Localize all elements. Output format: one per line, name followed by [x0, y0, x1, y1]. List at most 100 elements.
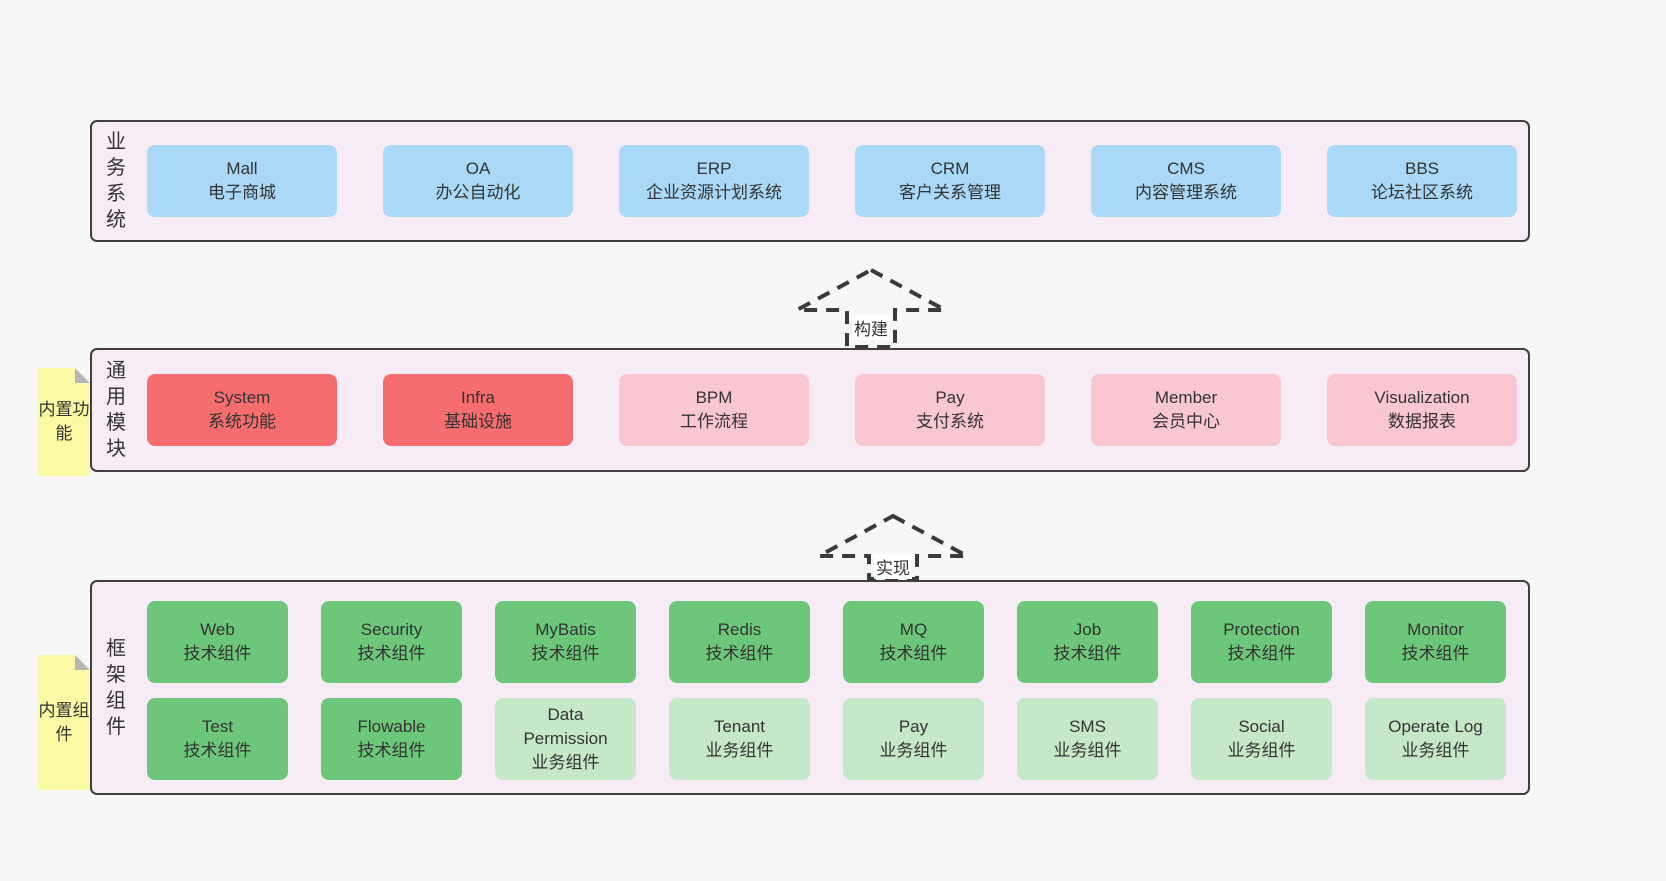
node-subtitle: 论坛社区系统 — [1371, 183, 1473, 202]
node-erp: ERP 企业资源计划系统 — [619, 145, 809, 217]
framework-row-2: Test 技术组件 Flowable 技术组件 Data Permission … — [147, 698, 1506, 780]
node-subtitle: 技术组件 — [1227, 644, 1296, 663]
node-title: Mall — [226, 159, 258, 178]
node-member: Member 会员中心 — [1091, 374, 1281, 446]
node-crm: CRM 客户关系管理 — [855, 145, 1045, 217]
node-title: CRM — [930, 159, 970, 178]
node-title: Protection — [1223, 620, 1300, 639]
node-system: System 系统功能 — [147, 374, 337, 446]
section-common-modules: 通用模块 System 系统功能 Infra 基础设施 BPM 工作流程 Pay… — [90, 348, 1530, 472]
sticky-built-in-components: 内置组件 — [38, 655, 90, 790]
sticky-built-in-features: 内置功能 — [38, 368, 90, 476]
node-title: Test — [201, 717, 234, 736]
node-subtitle: 支付系统 — [916, 412, 984, 431]
node-title: Job — [1073, 620, 1102, 639]
arrow-build-label: 构建 — [852, 315, 890, 340]
framework-row-1: Web 技术组件 Security 技术组件 MyBatis 技术组件 Redi… — [147, 601, 1506, 683]
section-framework-label: 框架组件 — [106, 637, 126, 738]
node-title: Tenant — [713, 717, 766, 736]
node-subtitle: 技术组件 — [357, 644, 426, 663]
arrow-implement: 实现 — [816, 512, 970, 582]
node-social: Social 业务组件 — [1191, 698, 1332, 780]
node-subtitle: 数据报表 — [1388, 412, 1456, 431]
node-oa: OA 办公自动化 — [383, 145, 573, 217]
node-pay: Pay 支付系统 — [855, 374, 1045, 446]
node-test: Test 技术组件 — [147, 698, 288, 780]
node-subtitle: 客户关系管理 — [899, 183, 1001, 202]
node-subtitle: 业务组件 — [705, 741, 774, 760]
node-title: Social — [1238, 717, 1285, 736]
node-subtitle: 技术组件 — [357, 741, 426, 760]
node-title: BPM — [695, 388, 733, 407]
node-monitor: Monitor 技术组件 — [1365, 601, 1506, 683]
node-web: Web 技术组件 — [147, 601, 288, 683]
node-subtitle: 系统功能 — [208, 412, 276, 431]
node-title: Monitor — [1407, 620, 1464, 639]
node-title: ERP — [696, 159, 732, 178]
node-title: SMS — [1069, 717, 1106, 736]
node-title: Security — [360, 620, 423, 639]
node-title: Operate Log — [1388, 717, 1483, 736]
node-security: Security 技术组件 — [321, 601, 462, 683]
node-mall: Mall 电子商城 — [147, 145, 337, 217]
node-title: Flowable — [357, 717, 426, 736]
node-title: MQ — [899, 620, 928, 639]
node-subtitle: 技术组件 — [183, 644, 252, 663]
node-title: Pay — [898, 717, 929, 736]
node-mybatis: MyBatis 技术组件 — [495, 601, 636, 683]
node-subtitle: 内容管理系统 — [1135, 183, 1237, 202]
node-job: Job 技术组件 — [1017, 601, 1158, 683]
node-title: Redis — [717, 620, 762, 639]
node-title: BBS — [1404, 159, 1440, 178]
node-title: Infra — [460, 388, 496, 407]
node-title: MyBatis — [535, 620, 596, 639]
section-business-systems: 业务系统 Mall 电子商城 OA 办公自动化 ERP 企业资源计划系统 CRM… — [90, 120, 1530, 242]
node-subtitle: 业务组件 — [879, 741, 948, 760]
node-operate-log: Operate Log 业务组件 — [1365, 698, 1506, 780]
module-boxes: System 系统功能 Infra 基础设施 BPM 工作流程 Pay 支付系统… — [147, 350, 1517, 470]
node-mq: MQ 技术组件 — [843, 601, 984, 683]
node-data-permission: Data Permission 业务组件 — [495, 698, 636, 780]
node-subtitle: 技术组件 — [879, 644, 948, 663]
business-boxes: Mall 电子商城 OA 办公自动化 ERP 企业资源计划系统 CRM 客户关系… — [147, 122, 1517, 240]
node-flowable: Flowable 技术组件 — [321, 698, 462, 780]
node-pay-component: Pay 业务组件 — [843, 698, 984, 780]
arrow-build: 构建 — [794, 266, 948, 350]
node-infra: Infra 基础设施 — [383, 374, 573, 446]
node-subtitle: 会员中心 — [1152, 412, 1220, 431]
node-title: CMS — [1167, 159, 1205, 178]
up-arrow-dashed-icon — [818, 513, 968, 581]
node-bbs: BBS 论坛社区系统 — [1327, 145, 1517, 217]
node-subtitle: 业务组件 — [531, 753, 600, 772]
node-subtitle: 技术组件 — [705, 644, 774, 663]
arrow-implement-label: 实现 — [874, 554, 912, 579]
section-business-label: 业务系统 — [106, 131, 126, 231]
node-title: OA — [465, 159, 491, 178]
node-cms: CMS 内容管理系统 — [1091, 145, 1281, 217]
node-subtitle: 业务组件 — [1053, 741, 1122, 760]
node-redis: Redis 技术组件 — [669, 601, 810, 683]
node-subtitle: 办公自动化 — [435, 183, 521, 202]
node-title: Visualization — [1374, 388, 1470, 407]
node-subtitle: 基础设施 — [444, 412, 512, 431]
section-framework-components: 框架组件 Web 技术组件 Security 技术组件 MyBatis 技术组件… — [90, 580, 1530, 795]
node-subtitle: 业务组件 — [1227, 741, 1296, 760]
node-subtitle: 技术组件 — [531, 644, 600, 663]
node-title: System — [213, 388, 271, 407]
node-sms: SMS 业务组件 — [1017, 698, 1158, 780]
node-visualization: Visualization 数据报表 — [1327, 374, 1517, 446]
section-modules-label: 通用模块 — [106, 360, 126, 460]
node-subtitle: 技术组件 — [1053, 644, 1122, 663]
node-subtitle: 电子商城 — [208, 183, 276, 202]
node-title: Web — [200, 620, 235, 639]
node-subtitle: 业务组件 — [1401, 741, 1470, 760]
node-subtitle: 技术组件 — [1401, 644, 1470, 663]
node-protection: Protection 技术组件 — [1191, 601, 1332, 683]
node-title: Data Permission — [523, 705, 608, 748]
node-subtitle: 工作流程 — [680, 412, 748, 431]
node-title: Pay — [935, 388, 965, 407]
node-title: Member — [1154, 388, 1218, 407]
node-subtitle: 企业资源计划系统 — [646, 183, 782, 202]
node-bpm: BPM 工作流程 — [619, 374, 809, 446]
